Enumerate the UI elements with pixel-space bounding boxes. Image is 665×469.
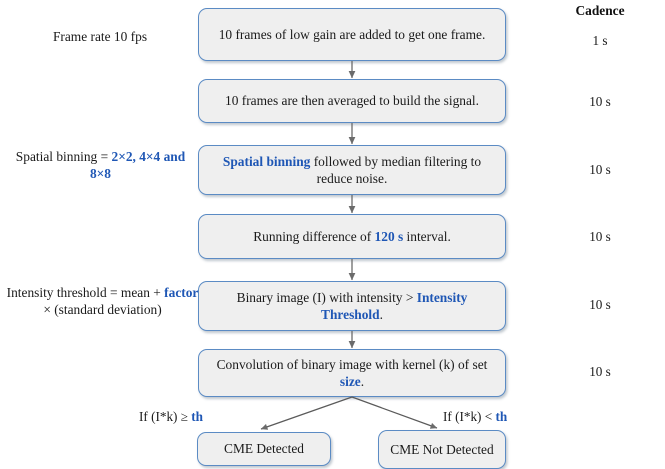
- box-running-difference[interactable]: Running difference of 120 s interval.: [198, 214, 506, 259]
- box-convolution-label: Convolution of binary image with kernel …: [216, 356, 488, 389]
- box-spatial-binning-label: Spatial binning followed by median filte…: [222, 153, 482, 186]
- cadence-value-3: 10 s: [589, 162, 611, 177]
- cadence-value-5: 10 s: [589, 297, 611, 312]
- box-cme-detected[interactable]: CME Detected: [197, 432, 331, 466]
- box-spatial-binning[interactable]: Spatial binning followed by median filte…: [198, 145, 506, 195]
- arrow-branch-left: [260, 396, 353, 430]
- box-running-difference-label: Running difference of 120 s interval.: [253, 228, 451, 244]
- cadence-value-1: 1 s: [592, 33, 608, 48]
- branch-condition-right: If (I*k) < th: [443, 409, 508, 424]
- box-binary-image-label: Binary image (I) with intensity > Intens…: [236, 289, 468, 322]
- branch-condition-left: If (I*k) ≥ th: [139, 409, 204, 424]
- box-convolution[interactable]: Convolution of binary image with kernel …: [198, 349, 506, 397]
- cadence-value-6: 10 s: [589, 364, 611, 379]
- cadence-value-4: 10 s: [589, 229, 611, 244]
- box-add-frames[interactable]: 10 frames of low gain are added to get o…: [198, 8, 506, 61]
- cadence-value-2: 10 s: [589, 94, 611, 109]
- box-cme-detected-label: CME Detected: [224, 441, 304, 457]
- box-cme-not-detected[interactable]: CME Not Detected: [378, 430, 506, 469]
- box-average-frames-label: 10 frames are then averaged to build the…: [225, 93, 479, 109]
- cadence-column-header: Cadence: [575, 3, 625, 18]
- box-cme-not-detected-label: CME Not Detected: [390, 441, 494, 457]
- side-label-frame-rate: Frame rate 10 fps: [52, 29, 148, 44]
- arrow-branch-right: [351, 396, 438, 429]
- box-add-frames-label: 10 frames of low gain are added to get o…: [218, 26, 486, 42]
- side-label-spatial-binning: Spatial binning = 2×2, 4×4 and 8×8: [15, 149, 186, 182]
- side-label-intensity-threshold: Intensity threshold = mean + factor × (s…: [6, 285, 199, 318]
- box-binary-image[interactable]: Binary image (I) with intensity > Intens…: [198, 281, 506, 331]
- box-average-frames[interactable]: 10 frames are then averaged to build the…: [198, 79, 506, 123]
